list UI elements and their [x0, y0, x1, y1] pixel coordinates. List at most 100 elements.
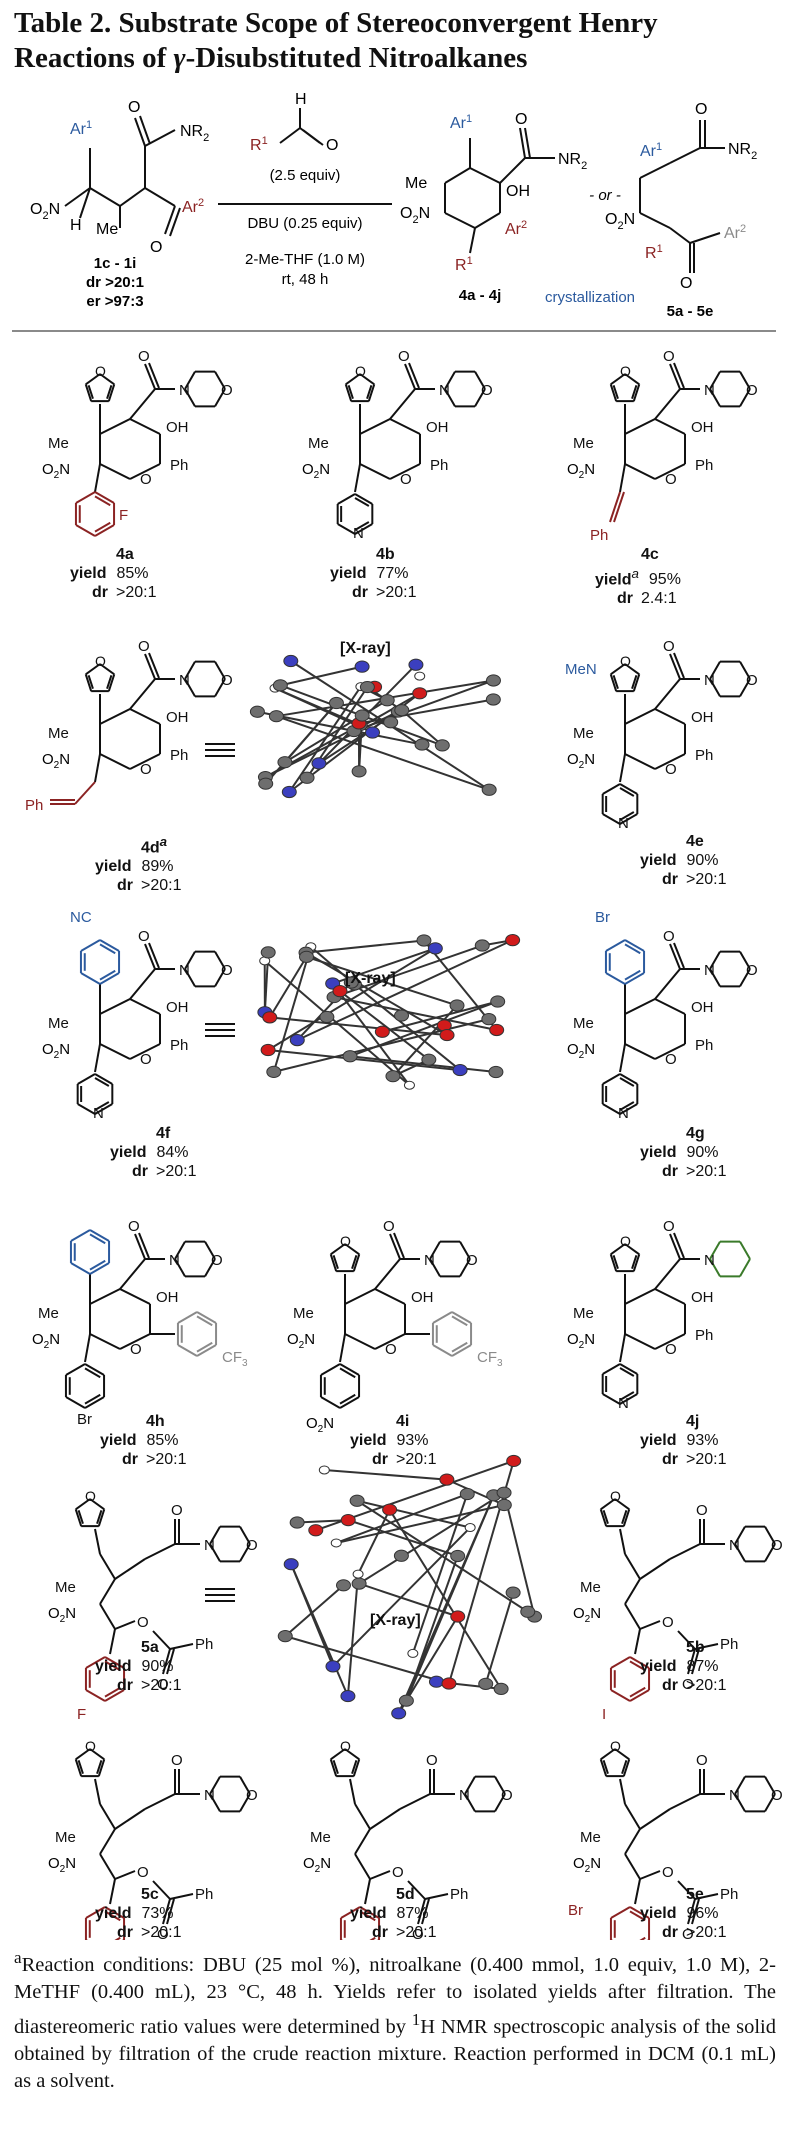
table-title: Table 2. Substrate Scope of Stereoconver…	[14, 7, 658, 74]
benzoate-ph-label: Ph	[720, 1886, 738, 1903]
ester-carbonyl-o: O	[682, 1676, 694, 1693]
amide-o-atom: O	[426, 1752, 438, 1769]
nitro-group: O2N	[42, 751, 70, 771]
hydroxyl-label: OH	[411, 1289, 434, 1306]
alkyne-ph-label: Ph	[590, 527, 608, 544]
amide-o-atom: O	[138, 348, 150, 365]
structure-5c: OONOMeO2NOOPhF3C	[48, 1738, 258, 1940]
compound-code: 5b	[686, 1639, 705, 1656]
nitro-group: O2N	[567, 751, 595, 771]
amide-n-atom: N	[424, 1252, 435, 1269]
amide-n-atom: N	[179, 672, 190, 689]
pyrrole-nme-label: MeN	[565, 661, 597, 678]
nitro-group: O2N	[302, 461, 330, 481]
methyl-label: Me	[48, 1015, 69, 1032]
amide-n-atom: N	[169, 1252, 180, 1269]
structure-5d: OONOMeO2NOOPhO2N	[303, 1738, 513, 1940]
dr-value: dr>20:1	[662, 1677, 727, 1694]
equivalence-sign	[205, 743, 235, 757]
methyl-label: Me	[310, 1829, 331, 1846]
prod-r1: R1	[455, 255, 473, 274]
compound-code: 4h	[146, 1413, 165, 1430]
bromo-substituent: Br	[77, 1411, 92, 1428]
reactant-er: er >97:3	[86, 293, 143, 310]
ester-carbonyl-o: O	[157, 1926, 169, 1940]
dr-value: dr>20:1	[662, 1924, 727, 1941]
scheme-aldehyde-h: H	[295, 91, 307, 108]
amide-n-atom: N	[459, 1787, 470, 1804]
ring-o-atom: O	[385, 1341, 397, 1358]
amide-n-atom: N	[704, 672, 715, 689]
reaction-scheme: Ar1 O NR2 O2N H Me O Ar2 H R1 O (2.5 equ…	[30, 91, 757, 320]
dr-value: dr>20:1	[117, 1924, 182, 1941]
scheme-h: H	[70, 217, 82, 234]
xray-structure-5a	[277, 1454, 543, 1720]
methyl-label: Me	[580, 1829, 601, 1846]
amide-o-atom: O	[696, 1502, 708, 1519]
scheme-ar2: Ar2	[182, 197, 204, 216]
furan-o-atom: O	[85, 1488, 96, 1504]
ring-o-atom: O	[130, 1341, 142, 1358]
equivalence-sign	[205, 1588, 235, 1602]
dr-value: dr>20:1	[122, 1451, 187, 1468]
ring-o-atom: O	[665, 1341, 677, 1358]
pyridine-n-atom: N	[353, 525, 364, 542]
pyridine-n-atom: N	[93, 1105, 104, 1122]
furan-o-atom: O	[355, 363, 366, 379]
amide-o-atom: O	[128, 1218, 140, 1235]
hydroxyl-label: OH	[166, 999, 189, 1016]
compound-code: 4c	[641, 546, 659, 563]
compound-code: 4f	[156, 1125, 171, 1142]
furan-o-atom: O	[340, 1738, 351, 1754]
hydroxyl-label: OH	[166, 419, 189, 436]
prod-b-ar1: Ar1	[640, 141, 662, 160]
nitroaryl-substituent: O2N	[306, 1415, 334, 1435]
hydroxyl-label: OH	[426, 419, 449, 436]
scheme-or: - or -	[589, 187, 621, 204]
morpholine-o-atom: O	[481, 382, 493, 399]
amide-n-atom: N	[179, 962, 190, 979]
compound-code: 4b	[376, 546, 395, 563]
ring-o-atom: O	[665, 1051, 677, 1068]
dr-value: dr>20:1	[352, 584, 417, 601]
scheme-o: O	[128, 99, 140, 116]
morpholine-o-atom: O	[221, 962, 233, 979]
prod-nr2: NR2	[558, 151, 587, 172]
scheme-me: Me	[96, 221, 118, 238]
phenyl-label: Ph	[170, 747, 188, 764]
prod-b-r1: R1	[645, 243, 663, 262]
xray-label-5a: [X-ray]	[370, 1612, 421, 1629]
nitro-group: O2N	[303, 1855, 331, 1875]
xray-label-4d: [X-ray]	[340, 640, 391, 657]
morpholine-o-atom: O	[746, 962, 758, 979]
morpholine-o-atom: O	[221, 672, 233, 689]
prod-ar2: Ar2	[505, 219, 527, 238]
product-b-code: 5a - 5e	[667, 303, 714, 320]
pyridine-n-atom: N	[618, 1105, 629, 1122]
furan-o-atom: O	[620, 1233, 631, 1249]
prod-b-o2n: O2N	[605, 211, 635, 232]
phenyl-label: Ph	[695, 747, 713, 764]
nitro-group: O2N	[573, 1855, 601, 1875]
scheme-aldehyde-equiv: (2.5 equiv)	[270, 167, 341, 184]
ester-carbonyl-o: O	[157, 1676, 169, 1693]
ester-carbonyl-o: O	[412, 1926, 424, 1940]
fluoro-substituent: F	[119, 507, 128, 524]
amide-o-atom: O	[663, 1218, 675, 1235]
methyl-label: Me	[580, 1579, 601, 1596]
prod-b-o: O	[695, 101, 707, 118]
compound-code: 4g	[686, 1125, 705, 1142]
furan-o-atom: O	[95, 653, 106, 669]
compound-code: 4a	[116, 546, 134, 563]
